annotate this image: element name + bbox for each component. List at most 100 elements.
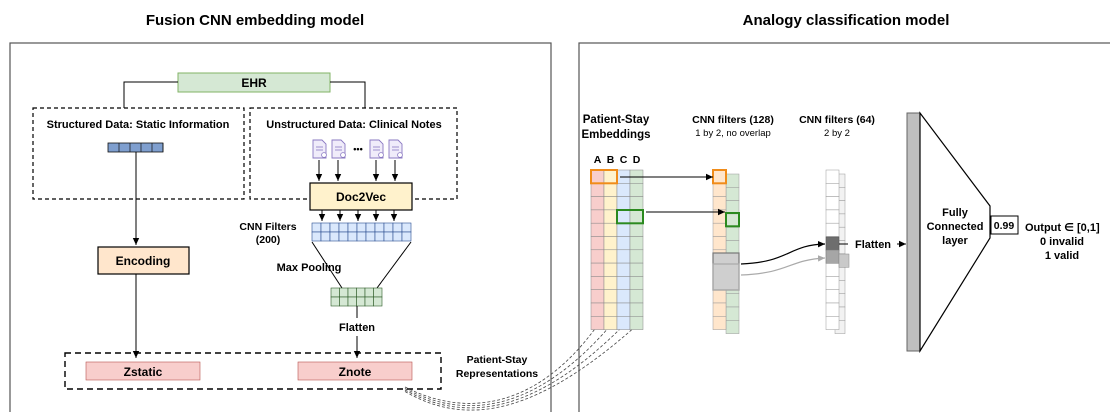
cnn128-back-cell	[725, 187, 740, 201]
cnn64-front-cell	[825, 183, 840, 197]
cnn64-front-cell	[825, 262, 840, 277]
cnn128-back-cell	[725, 320, 740, 334]
max-pooling-label: Max Pooling	[277, 262, 342, 274]
pooled-cell	[356, 287, 366, 298]
embedding-cell	[590, 289, 605, 304]
representation-connector-curve	[404, 325, 598, 404]
structured-data-box	[32, 107, 245, 200]
cnn-filter-cell	[347, 231, 358, 242]
flatten-label-left: Flatten	[339, 322, 375, 334]
cnn-filter-cell	[311, 231, 322, 242]
pooled-vector	[330, 287, 383, 307]
fc-input-bar	[906, 112, 921, 352]
embedding-cell	[603, 236, 618, 251]
embedding-cell	[629, 196, 644, 211]
note-document-icon	[388, 139, 403, 159]
output-label: Output ∈ [0,1]	[1025, 222, 1100, 234]
cnn128-back-cell	[725, 226, 740, 241]
cnn64-front-cell	[825, 169, 840, 184]
embedding-cell	[590, 209, 605, 224]
fc-layer-trapezoid	[919, 111, 991, 354]
cnn64-front-cell	[825, 196, 840, 211]
doc2vec-to-cnn-arrows	[318, 210, 398, 221]
patient-stay-representations-box	[64, 352, 442, 390]
cnn64-subtitle: 2 by 2	[824, 128, 850, 139]
pooled-cell	[356, 296, 366, 307]
cd-filter-window	[616, 209, 644, 225]
pooled-cell	[373, 296, 383, 307]
note-badge	[321, 152, 327, 158]
note-badge	[378, 152, 384, 158]
cnn-filters-label: CNN Filters	[239, 221, 296, 233]
embedding-cell	[603, 196, 618, 211]
embedding-cell	[616, 302, 631, 317]
cnn-filter-cell	[320, 231, 331, 242]
embeddings-title-line1: Patient-Stay	[583, 114, 650, 126]
embedding-cell	[629, 236, 644, 251]
cnn128-pool-window-light	[712, 263, 740, 291]
cnn128-cd-output	[725, 212, 740, 228]
embedding-column-label: B	[607, 154, 615, 166]
embedding-column-label: A	[594, 154, 602, 166]
ehr-to-structured-connector	[123, 81, 178, 108]
embedding-cell	[603, 262, 618, 277]
cnn128-front-cell	[712, 236, 727, 251]
fc-label-line1: Fully	[942, 207, 969, 219]
embedding-cell	[603, 276, 618, 290]
pooled-cell	[347, 296, 357, 307]
embedding-cell	[590, 183, 605, 197]
output-value: 0.99	[994, 220, 1015, 232]
embedding-cell	[629, 302, 644, 317]
embedding-cell	[616, 276, 631, 290]
cnn64-active-cell	[825, 236, 840, 251]
patient-stay-representations-line1: Patient-Stay	[467, 354, 528, 366]
patient-stay-representations-line2: Representations	[456, 368, 538, 380]
embedding-cell	[590, 196, 605, 211]
cnn-filter-cell	[374, 231, 385, 242]
note-document-icon	[369, 139, 384, 159]
cnn-filter-cell	[338, 231, 349, 242]
embeddings-title-line2: Embeddings	[581, 129, 650, 141]
embedding-cell	[603, 222, 618, 237]
cnn64-back-active-cell	[838, 253, 850, 268]
cnn-filter-cell	[338, 222, 349, 233]
embedding-cell	[603, 169, 618, 184]
cnn128-subtitle: 1 by 2, no overlap	[695, 128, 771, 139]
ehr-to-unstructured-connector	[330, 81, 366, 108]
notes-to-doc2vec-arrows	[315, 160, 399, 181]
cnn-filter-cell	[383, 222, 394, 233]
pooled-cell	[339, 296, 349, 307]
cnn64-stack	[825, 169, 850, 334]
output-value-box	[990, 215, 1019, 235]
representation-to-embedding-connectors	[404, 325, 637, 411]
embedding-cell	[590, 249, 605, 264]
right-panel-title: Analogy classification model	[743, 12, 950, 29]
cnn128-front-cell	[712, 302, 727, 317]
pooled-cell	[364, 296, 374, 307]
znote-box	[297, 361, 413, 381]
cnn128-front-cell	[712, 316, 727, 330]
embedding-cell	[616, 236, 631, 251]
notes-ellipsis: •••	[353, 144, 362, 154]
cnn64-title: CNN filters (64)	[799, 114, 875, 126]
ehr-label: EHR	[241, 76, 267, 90]
cnn-filters-count: (200)	[256, 234, 281, 246]
representation-connector-curve	[404, 325, 624, 409]
cnn128-pool-window-dark	[712, 252, 740, 291]
cnn-filter-cell	[401, 231, 412, 242]
embedding-cell	[616, 262, 631, 277]
cnn128-front-cell	[712, 289, 727, 304]
cnn64-front-cell	[825, 222, 840, 237]
embedding-cell	[616, 196, 631, 211]
representation-connector-curve	[404, 325, 611, 407]
structured-data-label: Structured Data: Static Information	[47, 119, 230, 131]
cnn128-back-cell	[725, 173, 740, 188]
embedding-cell	[629, 249, 644, 264]
cnn-filter-cell	[392, 222, 403, 233]
doc2vec-box	[309, 182, 413, 211]
embedding-cell	[603, 302, 618, 317]
cnn128-back-cell	[725, 306, 740, 321]
cnn128-front-cell	[712, 222, 727, 237]
cnn-filters-200-grid	[311, 222, 412, 242]
cnn64-front-cell	[825, 289, 840, 304]
